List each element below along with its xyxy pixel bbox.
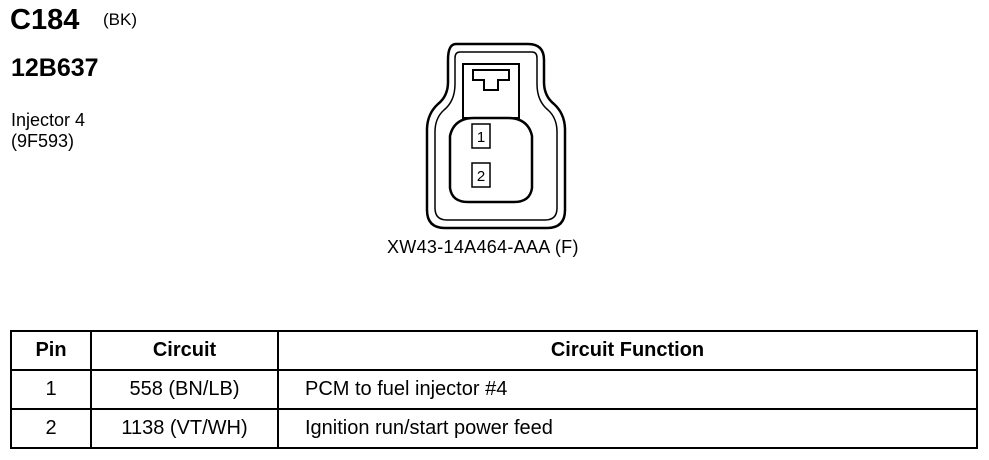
- table-row: 1 558 (BN/LB) PCM to fuel injector #4: [10, 369, 978, 410]
- function-cell: PCM to fuel injector #4: [277, 369, 978, 410]
- pin-cell: 1: [10, 369, 92, 410]
- connector-pin-cavity: [448, 116, 534, 204]
- component-code: (9F593): [11, 131, 75, 151]
- connector-id: C184: [10, 4, 80, 36]
- circuit-cell: 558 (BN/LB): [90, 369, 279, 410]
- component-name: Injector 4: [11, 110, 86, 130]
- column-header-pin: Pin: [10, 330, 92, 371]
- pin-2-label: 2: [477, 168, 485, 185]
- function-cell: Ignition run/start power feed: [277, 408, 978, 449]
- pin-table: Pin Circuit Circuit Function 1 558 (BN/L…: [10, 330, 978, 449]
- part-number: 12B637: [11, 54, 99, 82]
- pin-2-box: [471, 162, 491, 188]
- connector-latch-tab: [472, 69, 510, 91]
- column-header-circuit: Circuit: [90, 330, 279, 371]
- pin-cell: 2: [10, 408, 92, 449]
- pin-1-box: [471, 123, 491, 149]
- connector-housing-outer: [425, 42, 567, 230]
- table-row: 2 1138 (VT/WH) Ignition run/start power …: [10, 408, 978, 449]
- circuit-cell: 1138 (VT/WH): [90, 408, 279, 449]
- pin-1-label: 1: [477, 129, 485, 146]
- connector-part-number: XW43-14A464-AAA (F): [387, 237, 579, 257]
- connector-face-diagram: 1 2: [425, 42, 567, 230]
- table-header-row: Pin Circuit Circuit Function: [10, 330, 978, 371]
- connector-latch: [462, 63, 520, 119]
- column-header-circuit-function: Circuit Function: [277, 330, 978, 371]
- connector-housing-inner: [434, 51, 558, 221]
- connector-color: (BK): [103, 10, 137, 29]
